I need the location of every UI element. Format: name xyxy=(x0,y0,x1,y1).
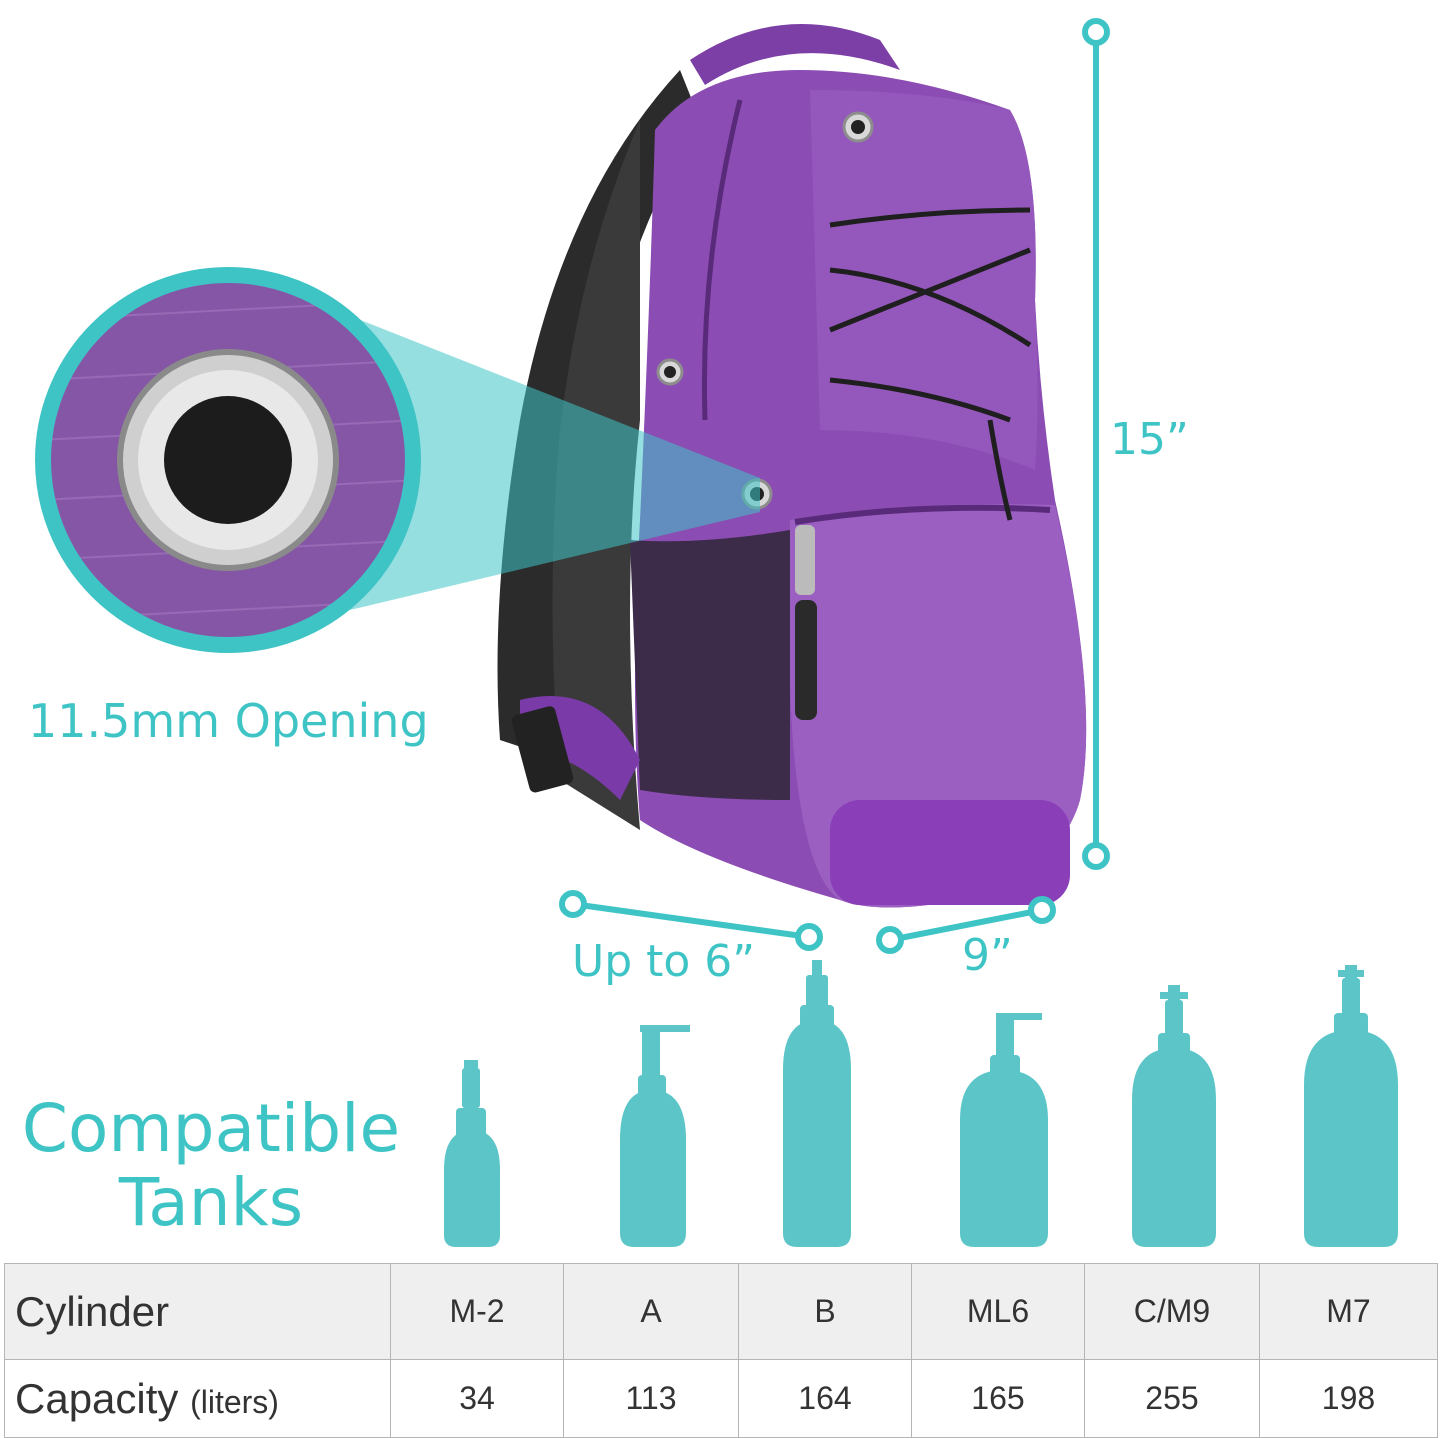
width-dimension xyxy=(876,896,1056,954)
tank-m2-icon xyxy=(444,1060,500,1247)
cylinder-cell: B xyxy=(738,1263,912,1360)
opening-label: 11.5mm Opening xyxy=(28,694,429,748)
capacity-cell: 164 xyxy=(738,1359,912,1438)
capacity-cell: 198 xyxy=(1259,1359,1438,1438)
bottom-panel xyxy=(830,800,1070,905)
top-handle xyxy=(690,24,900,85)
tank-cm9-icon xyxy=(1132,985,1216,1247)
tank-b-icon xyxy=(783,960,851,1247)
backpack xyxy=(497,24,1087,908)
mesh-pocket xyxy=(630,530,790,800)
capacity-cell: 113 xyxy=(563,1359,739,1438)
front-panel xyxy=(810,90,1038,470)
front-zipper xyxy=(794,504,1051,525)
height-label: 15” xyxy=(1110,414,1189,465)
shoulder-strap xyxy=(497,70,700,760)
cylinder-cell: C/M9 xyxy=(1084,1263,1260,1360)
title-line-2: Tanks xyxy=(118,1164,304,1241)
tank-spec-table: Cylinder M-2 A B ML6 C/M9 M7 Capacity (l… xyxy=(4,1263,1438,1438)
cylinder-cell: A xyxy=(563,1263,739,1360)
cylinder-cell: M7 xyxy=(1259,1263,1438,1360)
capacity-row: Capacity (liters) 34 113 164 165 255 198 xyxy=(4,1359,1438,1438)
width-label: 9” xyxy=(962,930,1013,981)
capacity-header: Capacity xyxy=(15,1374,179,1422)
cylinder-header: Cylinder xyxy=(4,1263,391,1360)
tank-ml6-icon xyxy=(960,1013,1048,1247)
cylinder-row: Cylinder M-2 A B ML6 C/M9 M7 xyxy=(4,1263,1438,1360)
callout-beam xyxy=(310,300,760,610)
side-zipper xyxy=(701,99,743,421)
capacity-unit: (liters) xyxy=(190,1383,279,1420)
zipper-tab xyxy=(795,600,817,720)
depth-label: Up to 6” xyxy=(572,936,756,987)
tank-m7-icon xyxy=(1304,965,1398,1247)
zipper-pull xyxy=(795,525,815,595)
capacity-cell: 34 xyxy=(390,1359,564,1438)
capacity-cell: 255 xyxy=(1084,1359,1260,1438)
cylinder-cell: M-2 xyxy=(390,1263,564,1360)
capacity-header-cell: Capacity (liters) xyxy=(4,1359,391,1438)
tank-a-icon xyxy=(620,1025,690,1247)
opening-callout xyxy=(35,267,421,653)
capacity-cell: 165 xyxy=(911,1359,1085,1438)
height-dimension xyxy=(1082,18,1110,870)
title-line-1: Compatible xyxy=(21,1090,401,1167)
cylinder-cell: ML6 xyxy=(911,1263,1085,1360)
depth-dimension xyxy=(559,890,823,951)
compatible-tanks-title: Compatible Tanks xyxy=(6,1092,416,1240)
grommet-hole xyxy=(164,396,292,524)
bungee-cord xyxy=(829,207,1032,521)
buckle xyxy=(511,706,574,793)
